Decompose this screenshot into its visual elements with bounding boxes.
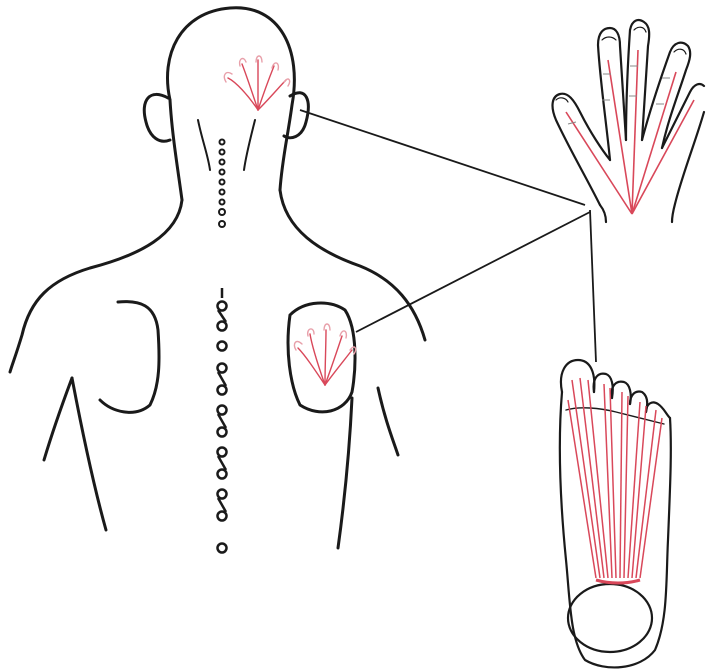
neck-crease-left xyxy=(198,120,210,170)
hand-reflex-line xyxy=(566,112,632,214)
vertebra-dot xyxy=(220,160,225,165)
little-toe xyxy=(646,402,670,418)
hand-ring-finger xyxy=(642,43,690,148)
hand-reflex-line xyxy=(632,100,694,214)
vertebra-dot xyxy=(219,209,225,215)
head-hand-finger xyxy=(242,64,258,110)
vertebra-dot xyxy=(220,190,225,195)
head-hand-map xyxy=(224,56,289,110)
fourth-toe xyxy=(630,392,647,413)
head-outline xyxy=(168,8,295,190)
head-hand-finger xyxy=(228,78,258,110)
right-lower-body xyxy=(338,398,352,548)
hand-index-finger xyxy=(598,28,626,160)
foot-reflex-lines xyxy=(568,378,662,583)
right-torso-side xyxy=(378,388,398,455)
vertebra-ring xyxy=(218,544,227,553)
hand-reflex-lines xyxy=(566,50,694,214)
foot-reflex-line xyxy=(624,396,628,578)
finger-nail xyxy=(674,49,686,54)
spine-upper xyxy=(219,140,225,228)
spine-connector xyxy=(218,372,226,386)
hand-reflex-line xyxy=(608,60,632,214)
vertebra-ring xyxy=(218,364,227,373)
spine-connector xyxy=(218,456,226,470)
finger-nail xyxy=(602,37,616,40)
vertebra-dot xyxy=(220,140,225,145)
head-hand-finger xyxy=(258,66,274,110)
spine-connector xyxy=(218,498,226,512)
toe-crease xyxy=(566,408,664,424)
vertebra-dot xyxy=(220,150,225,155)
foot-reflex-line xyxy=(572,380,600,578)
scapula-hand-finger xyxy=(325,330,326,385)
connector-hub-to-foot xyxy=(590,210,596,362)
head-hand-finger xyxy=(258,80,286,110)
connector-scapula-to-hub xyxy=(356,212,590,332)
vertebra-ring xyxy=(218,342,227,351)
scapula-hand-map xyxy=(294,324,355,385)
vertebra-ring xyxy=(218,470,227,479)
neck-crease-right xyxy=(244,120,255,170)
connector-head-to-hub xyxy=(300,110,585,205)
vertebra-ring xyxy=(218,322,227,331)
hand-little-finger xyxy=(662,84,704,148)
left-ear xyxy=(144,94,170,141)
foot-sole xyxy=(560,360,671,667)
foot-reflex-line xyxy=(568,400,596,578)
spine-lower xyxy=(218,288,227,553)
vertebra-ring xyxy=(218,302,227,311)
vertebra-dot xyxy=(219,221,225,227)
hand-reflex-line xyxy=(632,50,638,214)
left-shoulder-arm xyxy=(10,200,182,372)
vertebra-ring xyxy=(218,386,227,395)
neck-left xyxy=(170,100,182,200)
foot-reflex-base xyxy=(596,580,640,583)
vertebra-dot xyxy=(220,180,225,185)
scapula-hand-finger xyxy=(325,336,342,385)
scapula-hand-finger xyxy=(310,334,325,385)
vertebra-ring xyxy=(218,512,227,521)
finger-nail xyxy=(634,27,646,32)
hand-palm-edge xyxy=(672,112,704,222)
vertebra-dot xyxy=(220,200,225,205)
vertebra-dot xyxy=(220,170,225,175)
hand-reflex-line xyxy=(632,72,676,214)
foot-outline xyxy=(560,392,671,667)
back-view-torso xyxy=(10,8,425,548)
finger-nail xyxy=(556,98,568,102)
foot-reflex-line xyxy=(620,392,622,578)
vertebra-ring xyxy=(218,490,227,499)
vertebra-ring xyxy=(218,448,227,457)
vertebra-ring xyxy=(218,406,227,415)
left-torso-side xyxy=(44,378,72,460)
scapula-hand-finger xyxy=(298,348,325,385)
spine-connector xyxy=(218,310,226,322)
scapula-hand-finger xyxy=(325,350,352,385)
connector-lines xyxy=(300,110,596,362)
left-scapula xyxy=(100,302,159,413)
vertebra-ring xyxy=(218,428,227,437)
heel-pad xyxy=(568,584,652,652)
spine-connector xyxy=(218,414,226,428)
hand-thumb xyxy=(553,94,610,205)
hand-wrist-left xyxy=(600,205,606,222)
right-scapula xyxy=(288,303,355,412)
right-shoulder-arm xyxy=(280,190,425,340)
